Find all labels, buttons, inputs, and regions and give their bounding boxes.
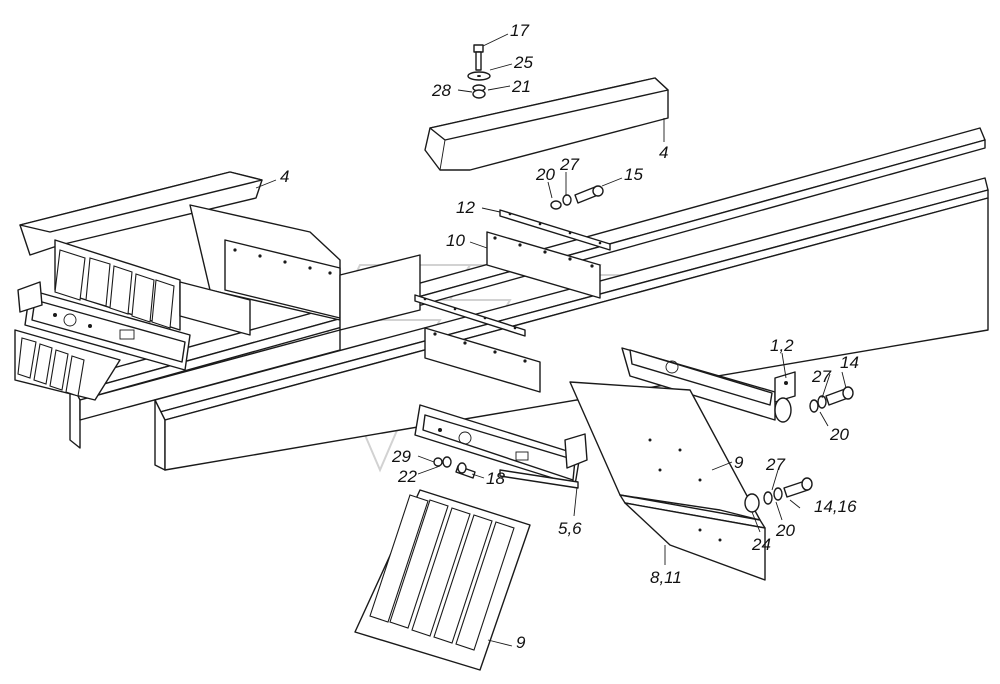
callout-27-lower: 27 bbox=[765, 455, 785, 474]
callout-20-upper: 20 bbox=[535, 165, 555, 184]
callout-20-lower: 20 bbox=[775, 521, 795, 540]
callout-14-16: 14,16 bbox=[814, 497, 857, 516]
grille-plate-9 bbox=[354, 489, 531, 671]
frame-rail-right bbox=[154, 177, 989, 471]
panel-10 bbox=[486, 231, 601, 299]
panel-mid bbox=[424, 327, 541, 393]
left-platform-assembly bbox=[14, 239, 191, 401]
nut-21-28 bbox=[472, 84, 486, 99]
callout-24: 24 bbox=[751, 535, 771, 554]
strip-12 bbox=[499, 209, 611, 251]
callout-21: 21 bbox=[511, 77, 531, 96]
callout-10: 10 bbox=[446, 231, 465, 250]
callout-27-right: 27 bbox=[811, 367, 831, 386]
bolt-15-group bbox=[550, 185, 604, 210]
callout-9-right: 9 bbox=[734, 453, 744, 472]
callout-14: 14 bbox=[840, 353, 859, 372]
callout-20-right: 20 bbox=[829, 425, 849, 444]
bolt-18-group bbox=[433, 456, 476, 479]
callout-8-11: 8,11 bbox=[650, 568, 682, 587]
left-upper-grille bbox=[54, 249, 175, 329]
washer-25 bbox=[467, 71, 491, 81]
callout-labels: 17 25 28 21 4 4 20 27 15 12 10 1,2 14 27… bbox=[280, 21, 859, 652]
strip-lower bbox=[414, 294, 526, 337]
callout-27-upper: 27 bbox=[559, 155, 579, 174]
leader-lines bbox=[255, 33, 847, 647]
callout-12: 12 bbox=[456, 198, 475, 217]
callout-17: 17 bbox=[510, 21, 529, 40]
callout-9-lower: 9 bbox=[516, 633, 526, 652]
left-lower-grille bbox=[14, 329, 121, 401]
callout-28: 28 bbox=[431, 81, 451, 100]
top-cover-4 bbox=[424, 77, 669, 171]
callout-1-2: 1,2 bbox=[770, 336, 794, 355]
callout-5-6: 5,6 bbox=[558, 519, 582, 538]
callout-29: 29 bbox=[391, 447, 411, 466]
bracket-1-2 bbox=[621, 347, 796, 423]
bolt-17 bbox=[473, 44, 484, 71]
callout-15: 15 bbox=[624, 165, 643, 184]
center-bulkhead bbox=[179, 204, 421, 336]
callout-18: 18 bbox=[486, 469, 505, 488]
callout-4-top: 4 bbox=[659, 143, 668, 162]
bracket-5-6 bbox=[414, 404, 588, 489]
bolt-14-group bbox=[809, 386, 854, 413]
callout-22: 22 bbox=[397, 467, 417, 486]
step-plate-9 bbox=[569, 381, 766, 581]
left-cover-4 bbox=[19, 171, 263, 256]
callout-4-left: 4 bbox=[280, 167, 289, 186]
bolt-14-16-group bbox=[744, 477, 813, 513]
callout-25: 25 bbox=[513, 53, 533, 72]
